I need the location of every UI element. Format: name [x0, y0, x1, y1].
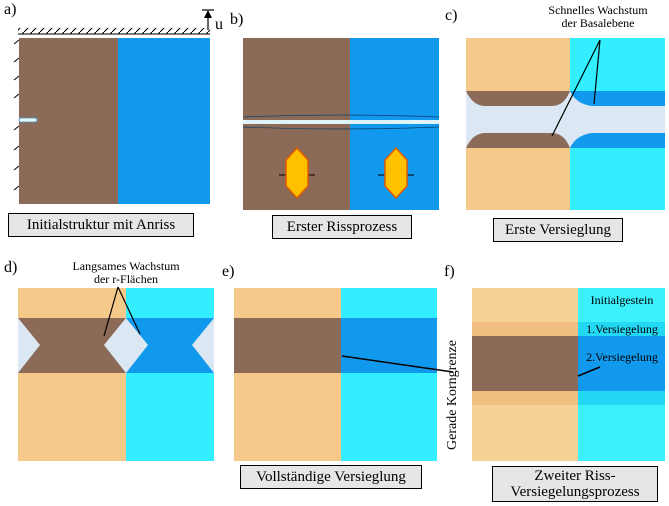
panel-d: d) Langsames Wachstum der r-Flächen [4, 259, 214, 461]
displacement-label: u [215, 16, 223, 33]
caption-panel-b: Erster Rissprozess [272, 215, 412, 239]
layer-initial-right-bottom [578, 405, 665, 461]
label-second-sealing: 2.Versiegelung [586, 350, 658, 364]
panel-e-letter: e) [222, 263, 234, 280]
seal-bottom-left [466, 133, 570, 148]
panel-b-letter: b) [230, 11, 243, 28]
layer-initial-right-top [578, 288, 665, 322]
caption-panel-f-line2: Versiegelungsprozess [510, 484, 640, 500]
panel-f: f) Initialgestein 1.Versiegelung 2.Versi… [444, 263, 665, 461]
crack-edge-bottom [242, 126, 440, 130]
crack [243, 120, 439, 124]
initial-crack [18, 117, 38, 123]
panel-d-letter: d) [4, 259, 17, 276]
pointer-c-2 [593, 39, 601, 105]
layer-initial-left-bottom [472, 405, 578, 461]
straight-grain-boundary-label: Gerade Korngrenze [445, 340, 460, 450]
caption-panel-f-line1: Zweiter Riss- [534, 468, 616, 484]
left-boundary-ticks [13, 39, 20, 191]
seal-left-brown [234, 318, 341, 373]
caption-panel-c: Erste Versieglung [493, 218, 623, 242]
cavity-right-edge [192, 318, 214, 373]
crack-edge-top [242, 114, 440, 118]
layer-first-seal-right-top [578, 322, 665, 336]
layer-initial-left-top [472, 288, 578, 322]
panel-b: b) [230, 11, 440, 210]
note-c-line1: Schnelles Wachstum [548, 3, 648, 17]
panel-c-letter: c) [445, 7, 457, 24]
label-initial-rock: Initialgestein [591, 293, 654, 307]
note-d-line1: Langsames Wachstum [72, 259, 180, 273]
panel-e: e) Gerade Korngrenze [222, 263, 460, 461]
grain-left-orange [234, 288, 341, 461]
crystal-left [279, 146, 315, 200]
grain-right-blue [118, 38, 210, 204]
crystal-right [378, 146, 414, 200]
panel-f-letter: f) [444, 263, 455, 280]
caption-panel-a: Initialstruktur mit Anriss [8, 213, 194, 237]
layer-first-seal-right-bottom [578, 391, 665, 405]
pointer-f-to-label [577, 366, 601, 377]
caption-panel-f: Zweiter Riss- Versiegelungsprozess [492, 466, 658, 502]
cavity-center [104, 318, 148, 373]
seal-bottom-right [570, 133, 665, 148]
pointer-d-1 [103, 286, 119, 337]
caption-panel-e: Vollständige Versieglung [240, 465, 422, 489]
pointer-d-2 [117, 286, 141, 335]
pointer-e-to-label [341, 355, 454, 373]
note-c-line2: der Basalebene [562, 16, 635, 30]
seal-right-blue [341, 318, 437, 373]
layer-first-seal-left-top [472, 322, 578, 336]
panel-a-letter: a) [4, 1, 16, 18]
displacement-arrow [202, 9, 214, 30]
label-first-sealing: 1.Versiegelung [586, 322, 658, 336]
cavity-left-edge [18, 318, 40, 373]
seal-top-right [570, 91, 665, 106]
top-boundary-hatch [18, 28, 210, 34]
seal-top-left [466, 91, 570, 106]
panel-a: a) u [4, 1, 223, 204]
grain-right-cyan [341, 288, 437, 461]
layer-second-seal-right [578, 336, 665, 391]
layer-second-seal-left [472, 336, 578, 391]
grain-left-orange [18, 288, 126, 461]
panel-c: c) Schnelles Wachstum der Basalebene [445, 3, 665, 210]
pointer-c-1 [551, 39, 601, 137]
note-d-line2: der r-Flächen [94, 272, 158, 286]
layer-first-seal-left-bottom [472, 391, 578, 405]
grain-right-cyan [126, 288, 214, 461]
